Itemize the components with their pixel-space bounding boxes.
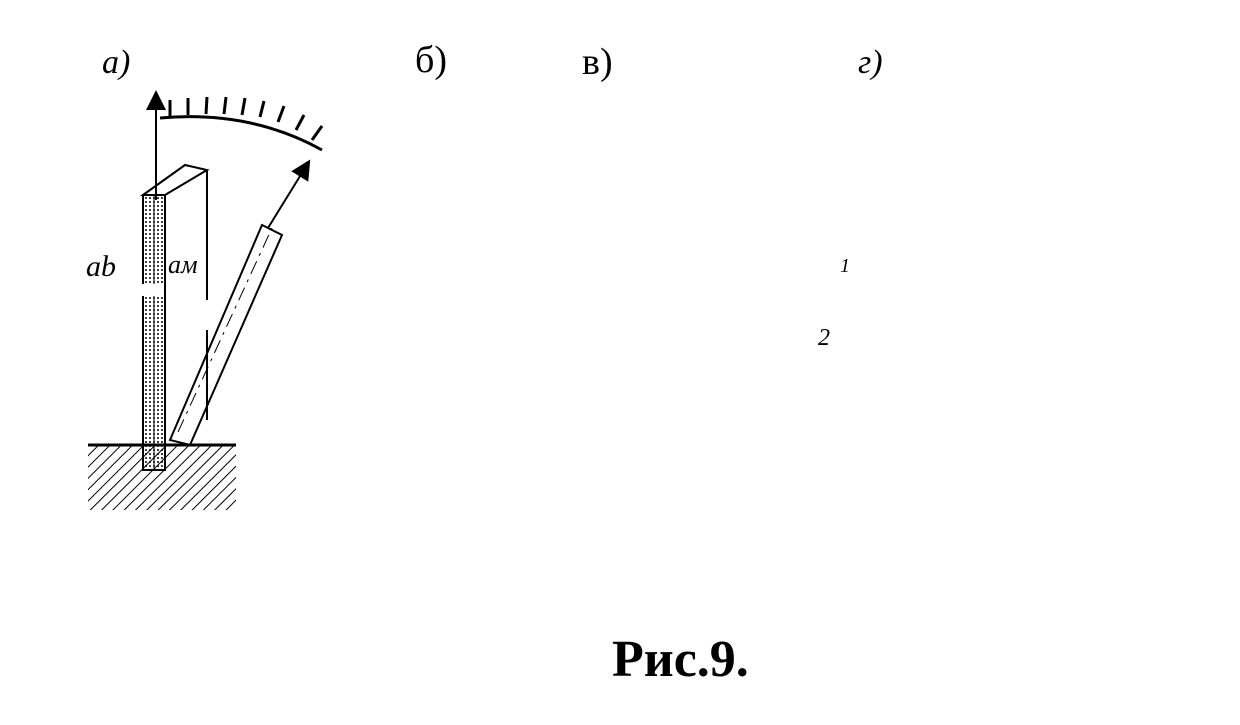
scale-ticks bbox=[168, 96, 324, 141]
label-part-2: 2 bbox=[818, 325, 830, 351]
label-a: а) bbox=[102, 44, 131, 81]
label-part-1: 1 bbox=[840, 255, 850, 277]
label-alpha-m: aм bbox=[168, 250, 198, 279]
figure-caption: Рис.9. bbox=[612, 631, 749, 688]
label-g: г) bbox=[858, 44, 883, 81]
deflected-strip bbox=[168, 223, 284, 447]
label-alpha-b: ab bbox=[86, 250, 116, 283]
diagram-a-bimetal bbox=[88, 90, 324, 510]
scale-arc bbox=[159, 115, 323, 152]
pointer-arrow bbox=[267, 159, 311, 229]
label-v: в) bbox=[582, 41, 613, 83]
label-b: б) bbox=[415, 39, 447, 81]
